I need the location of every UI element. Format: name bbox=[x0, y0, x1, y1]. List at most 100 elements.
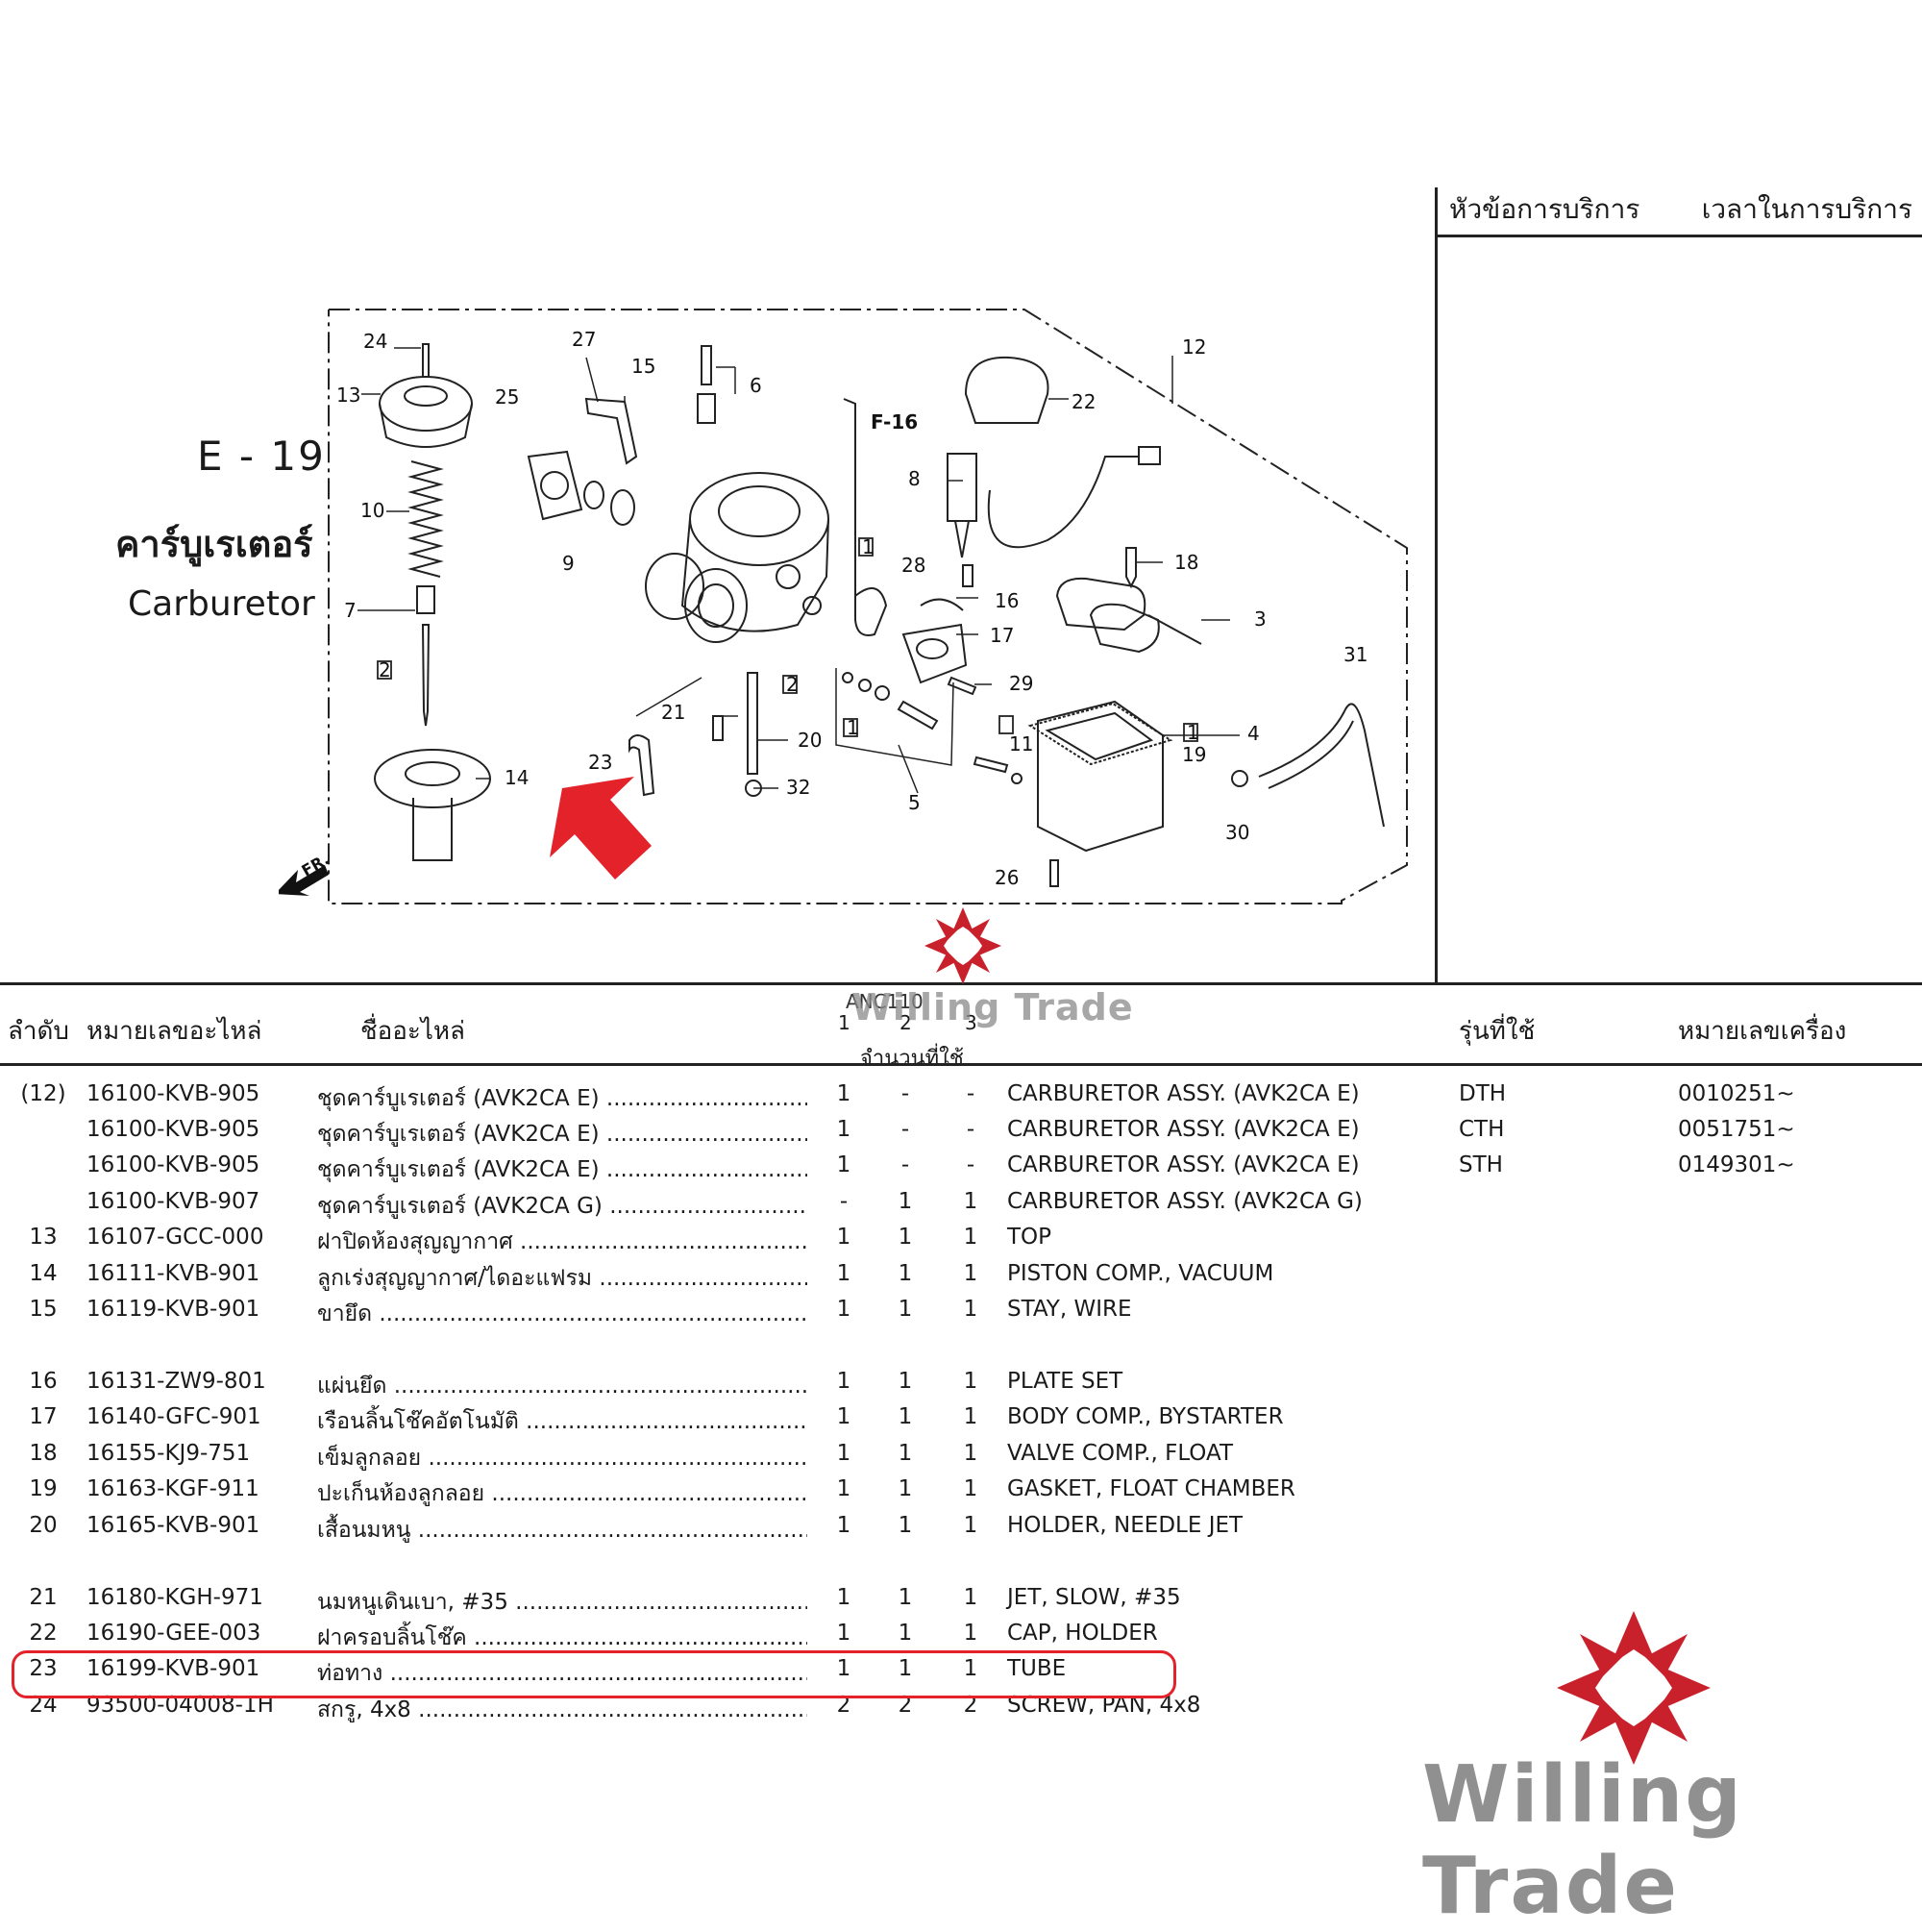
callout-12: 12 bbox=[1182, 335, 1206, 359]
row-no: 13 bbox=[29, 1225, 58, 1250]
callout-18: 18 bbox=[1174, 551, 1198, 574]
row-qty-2: 1 bbox=[898, 1189, 913, 1214]
row-part-no: 16165-KVB-901 bbox=[86, 1513, 260, 1538]
table-row: 1916163-KGF-911ปะเก็นห้องลูกลอย111GASKET… bbox=[0, 1476, 1922, 1511]
watermark-logo-small bbox=[924, 907, 1001, 984]
service-topic-label: หัวข้อการบริการ bbox=[1449, 193, 1640, 225]
part-29-screw-icon bbox=[947, 676, 977, 696]
row-name-th: ชุดคาร์บูเรเตอร์ (AVK2CA G) bbox=[317, 1189, 807, 1224]
row-no: 23 bbox=[29, 1656, 58, 1681]
row-part-no: 16100-KVB-905 bbox=[86, 1117, 260, 1142]
row-part-no: 16190-GEE-003 bbox=[86, 1621, 261, 1646]
part-16-plate-icon bbox=[920, 598, 964, 611]
callout-15: 15 bbox=[631, 355, 655, 378]
row-qty-2: 1 bbox=[898, 1441, 913, 1466]
table-header-rule bbox=[0, 1063, 1922, 1066]
row-no: 18 bbox=[29, 1441, 58, 1466]
row-no: 17 bbox=[29, 1404, 58, 1429]
row-name-th: ลูกเร่งสุญญากาศ/ไดอะแฟรม bbox=[317, 1261, 807, 1296]
row-name-th: เสื้อนมหนู bbox=[317, 1513, 807, 1548]
table-row: 1416111-KVB-901ลูกเร่งสุญญากาศ/ไดอะแฟรม1… bbox=[0, 1261, 1922, 1296]
front-arrow-icon bbox=[279, 865, 329, 896]
row-name-en: PLATE SET bbox=[1007, 1369, 1123, 1394]
row-qty-1: 2 bbox=[836, 1693, 851, 1718]
row-no: 21 bbox=[29, 1585, 58, 1610]
row-qty-1: 1 bbox=[836, 1117, 851, 1142]
watermark-text-small: Willing Trade bbox=[851, 986, 1134, 1028]
callout-24: 24 bbox=[363, 330, 387, 353]
callout-11: 11 bbox=[1009, 732, 1033, 755]
highlight-row-23 bbox=[12, 1650, 1176, 1698]
row-part-no: 16100-KVB-905 bbox=[86, 1152, 260, 1177]
qty-col-3: 3 bbox=[965, 1011, 977, 1034]
part-2-needle-icon bbox=[421, 624, 431, 727]
row-qty-3: 1 bbox=[963, 1369, 978, 1394]
row-name-th: สกรู, 4x8 bbox=[317, 1693, 807, 1727]
col-header-frame: หมายเลขเครื่อง bbox=[1678, 1017, 1847, 1046]
row-qty-1: 1 bbox=[836, 1513, 851, 1538]
row-qty-3: - bbox=[966, 1152, 975, 1177]
callout-27: 27 bbox=[572, 328, 596, 351]
callout-1b: 1 bbox=[847, 716, 859, 739]
row-qty-3: 1 bbox=[963, 1656, 978, 1681]
callout-9: 9 bbox=[562, 552, 575, 575]
callout-32: 32 bbox=[786, 776, 810, 799]
diagram-boundary bbox=[328, 309, 1408, 904]
row-part-no: 16100-KVB-907 bbox=[86, 1189, 260, 1214]
callout-1: 1 bbox=[862, 535, 875, 558]
table-top-rule bbox=[0, 982, 1922, 985]
part-6-screw-icon bbox=[697, 345, 716, 424]
col-header-name: ชื่ออะไหล่ bbox=[360, 1017, 465, 1046]
carburetor-body-icon bbox=[645, 472, 829, 643]
part-12-wire-icon bbox=[987, 456, 1139, 549]
row-qty-3: 1 bbox=[963, 1189, 978, 1214]
row-qty-1: 1 bbox=[836, 1621, 851, 1646]
col-header-no: ลำดับ bbox=[8, 1017, 69, 1046]
row-qty-2: 1 bbox=[898, 1476, 913, 1501]
row-name-en: CAP, HOLDER bbox=[1007, 1621, 1158, 1646]
row-qty-2: 1 bbox=[898, 1656, 913, 1681]
part-20-holder-icon bbox=[747, 672, 758, 775]
part-13-top-icon bbox=[379, 376, 473, 432]
row-qty-2: 1 bbox=[898, 1297, 913, 1322]
f16-bracket bbox=[843, 398, 856, 606]
callout-28: 28 bbox=[901, 554, 925, 577]
row-qty-1: 1 bbox=[836, 1261, 851, 1286]
row-no: 15 bbox=[29, 1297, 58, 1322]
callout-2b: 2 bbox=[786, 673, 799, 696]
watermark-logo-large bbox=[1557, 1611, 1711, 1765]
red-pointer-arrow bbox=[550, 777, 652, 879]
service-header: หัวข้อการบริการ เวลาในการบริการ bbox=[1437, 183, 1922, 237]
row-part-no: 16131-ZW9-801 bbox=[86, 1369, 266, 1394]
part-10-spring-icon bbox=[407, 460, 444, 578]
row-name-th: ฝาครอบลิ้นโช๊ค bbox=[317, 1621, 807, 1655]
part-31-tube-icon bbox=[1258, 703, 1385, 828]
part-14-piston-icon bbox=[374, 749, 491, 808]
table-row: 16100-KVB-907 ชุดคาร์บูเรเตอร์ (AVK2CA G)… bbox=[0, 1189, 1922, 1224]
row-frame-no: 0149301~ bbox=[1678, 1152, 1795, 1177]
row-name-th: เรือนลิ้นโช๊คอัตโนมัติ bbox=[317, 1404, 807, 1439]
model-code: ANC110 bbox=[846, 990, 924, 1013]
service-divider bbox=[1435, 187, 1438, 983]
part-9-plate-icon bbox=[527, 450, 583, 521]
row-name-th: แผ่นยึด bbox=[317, 1369, 807, 1403]
callout-f16: F-16 bbox=[871, 410, 918, 433]
row-name-en: CARBURETOR ASSY. (AVK2CA G) bbox=[1007, 1189, 1363, 1214]
part-7-holder-icon bbox=[416, 585, 435, 614]
row-qty-1: 1 bbox=[836, 1081, 851, 1106]
row-qty-3: 1 bbox=[963, 1261, 978, 1286]
callout-5: 5 bbox=[908, 791, 921, 814]
watermark-text-large: Willing Trade bbox=[1422, 1749, 1743, 1932]
row-qty-1: 1 bbox=[836, 1656, 851, 1681]
part-23-tube-icon bbox=[628, 734, 655, 797]
callout-8: 8 bbox=[908, 467, 921, 490]
part-17-body-icon bbox=[901, 623, 968, 684]
row-name-en: VALVE COMP., FLOAT bbox=[1007, 1441, 1234, 1466]
callout-31: 31 bbox=[1343, 643, 1368, 666]
